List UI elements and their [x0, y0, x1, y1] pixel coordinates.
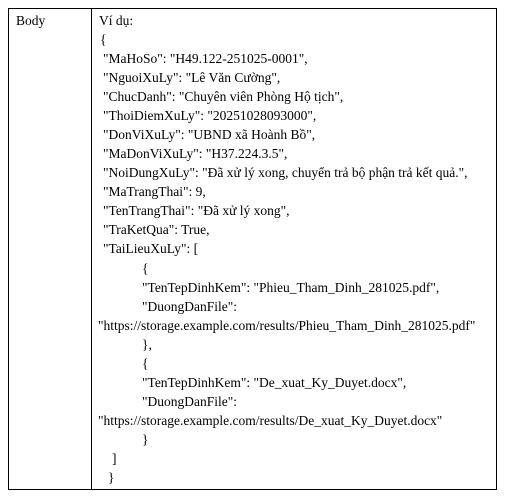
content-cell: Ví dụ: { "MaHoSo": "H49.122-251025-0001"…	[92, 9, 496, 489]
code-line-chucdanh: "ChucDanh": "Chuyên viên Phòng Hộ tịch",	[103, 89, 344, 104]
code-line-madonvixuly: "MaDonViXuLy": "H37.224.3.5",	[103, 146, 288, 161]
code-line-matrangthai: "MaTrangThai": 9,	[103, 184, 206, 199]
label-cell: Body	[9, 9, 92, 489]
code-line-nguoixuly: "NguoiXuLy": "Lê Văn Cường",	[103, 70, 281, 85]
code-line-item1-close: },	[142, 337, 152, 352]
code-line-tailieuxuly: "TaiLieuXuLy": [	[103, 241, 199, 256]
code-line-donvixuly: "DonViXuLy": "UBND xã Hoành Bồ",	[103, 127, 316, 142]
code-line-close-brace: }	[108, 470, 115, 485]
code-line-item2-url: "https://storage.example.com/results/De_…	[98, 413, 443, 428]
code-line-item1-url: "https://storage.example.com/results/Phi…	[98, 318, 476, 333]
body-label: Body	[16, 13, 46, 28]
code-line-noidungxuly: "NoiDungXuLy": "Đã xử lý xong, chuyển tr…	[103, 165, 468, 180]
code-line-item2-duongdan-key: "DuongDanFile":	[142, 394, 238, 409]
code-line-array-close: ]	[112, 451, 117, 466]
code-line-item1-tentep: "TenTepDinhKem": "Phieu_Tham_Dinh_281025…	[142, 280, 440, 295]
body-table: Body Ví dụ: { "MaHoSo": "H49.122-251025-…	[8, 8, 497, 490]
example-heading: Ví dụ:	[99, 13, 134, 28]
code-line-mahoso: "MaHoSo": "H49.122-251025-0001",	[103, 51, 308, 66]
code-line-tentrangthai: "TenTrangThai": "Đã xử lý xong",	[103, 203, 290, 218]
code-line-item2-close: }	[142, 432, 149, 447]
code-line-item1-duongdan-key: "DuongDanFile":	[142, 299, 238, 314]
code-line-thoidiemxuly: "ThoiDiemXuLy": "20251028093000",	[103, 108, 317, 123]
code-line-traketqua: "TraKetQua": True,	[103, 222, 210, 237]
code-line-item2-tentep: "TenTepDinhKem": "De_xuat_Ky_Duyet.docx"…	[142, 375, 407, 390]
code-line-item2-open: {	[142, 356, 149, 371]
code-line-open-brace: {	[100, 32, 107, 47]
code-line-item1-open: {	[142, 261, 149, 276]
